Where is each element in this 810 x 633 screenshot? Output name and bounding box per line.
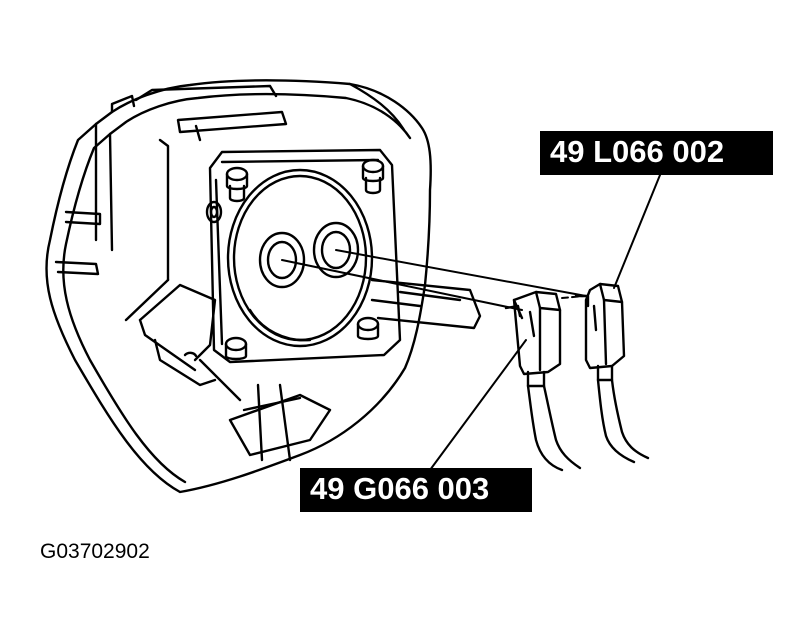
leader-l066 <box>613 174 661 289</box>
module-housing <box>45 79 432 494</box>
inflator-base-plate <box>208 148 402 364</box>
leader-g066 <box>429 339 527 471</box>
mounting-studs <box>205 158 385 361</box>
leader-lines <box>429 174 661 471</box>
stud-bottom-left <box>224 336 248 361</box>
stud-top-right <box>361 158 385 195</box>
inflator-disc <box>226 168 374 348</box>
tool-l066-adapter <box>574 282 650 464</box>
tool-g066-adapter <box>504 290 582 472</box>
insertion-guide-lines <box>281 249 587 311</box>
connector-sockets <box>258 221 360 289</box>
stud-bottom-right <box>356 316 380 341</box>
mounting-bracket <box>370 278 482 330</box>
callout-tool-g066: 49 G066 003 <box>300 468 532 512</box>
figure-id-label: G03702902 <box>40 540 150 563</box>
stud-top-left <box>225 166 249 203</box>
callout-tool-l066: 49 L066 002 <box>540 131 773 175</box>
locator-pin <box>205 200 223 224</box>
